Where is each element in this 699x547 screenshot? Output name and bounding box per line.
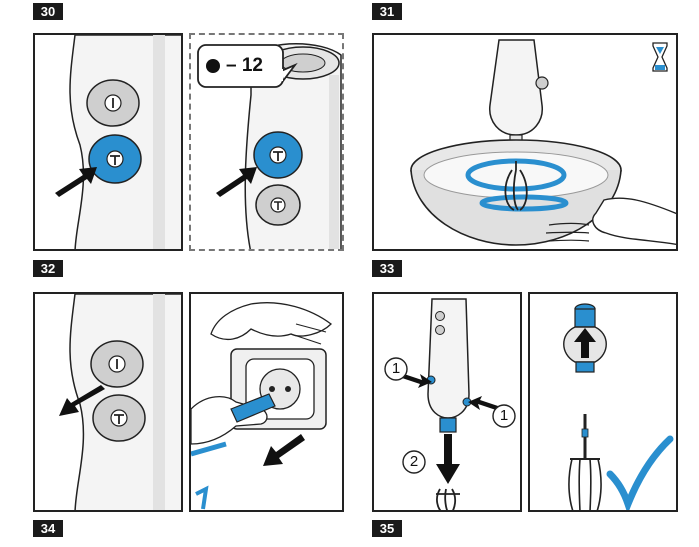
panel-32-press-turbo [33,33,183,251]
panel-34-unplug [189,292,344,512]
step-number-32: 32 [33,260,63,277]
press-arrow-icon [55,167,97,197]
power-button-i-icon [90,340,144,388]
panel-32-speed-callout: – 12 [189,33,344,251]
step-number-30: 30 [33,3,63,20]
insert-up-arrow-icon [574,328,596,358]
turbo-button-icon [88,134,142,184]
step-number-33: 33 [372,260,402,277]
press-arrow-icon [216,167,257,197]
speed-dot-icon [206,59,220,73]
panel-33-whisking-bowl [372,33,678,251]
check-mark-icon [606,435,674,510]
whisk-icon [504,161,528,211]
plug-icon [230,393,276,423]
pull-arrow-icon [263,434,305,466]
power-button-i-icon [255,184,301,226]
panel-34-release-button [33,292,183,512]
power-button-i-icon [86,79,140,127]
coupling-icon [563,303,607,373]
whisk-icon [568,414,602,510]
whisk-icon [436,488,460,510]
release-arrow-icon [59,385,105,416]
press-arrow-right-icon [468,396,498,410]
press-arrow-left-icon [402,374,432,388]
step-marker-1-right: 1 [499,407,509,424]
pull-down-arrow-icon [436,434,460,484]
turbo-button-icon [92,394,146,442]
step-number-35: 35 [372,520,402,537]
step-marker-2: 2 [409,453,419,470]
turbo-button-icon [253,131,303,179]
step-number-31: 31 [372,3,402,20]
panel-35-detach-whisk: 1 1 2 [372,292,522,512]
step-marker-1-left: 1 [391,360,401,377]
panel-35-coupling-check [528,292,678,512]
hourglass-icon [652,42,668,72]
speed-callout-text: – 12 [226,55,263,76]
step-number-34: 34 [33,520,63,537]
